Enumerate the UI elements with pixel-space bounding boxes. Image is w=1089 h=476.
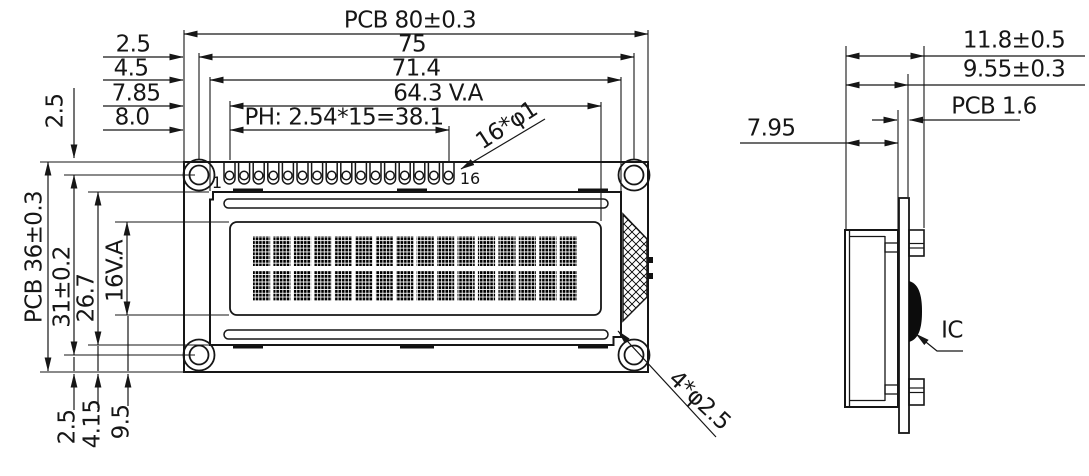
ic-leader bbox=[915, 333, 963, 352]
dim-bezel-depth-label: 7.95 bbox=[746, 115, 796, 142]
pin-hole-leader bbox=[460, 118, 546, 170]
front-view bbox=[182, 158, 653, 373]
dim-bezel-height-label: 26.7 bbox=[73, 273, 100, 323]
dim-viewing-width-label: 64.3 V.A bbox=[393, 80, 483, 107]
leader-lines bbox=[460, 118, 963, 438]
dim-hole-spacing-h-label: 75 bbox=[397, 31, 427, 58]
side-view bbox=[844, 197, 925, 434]
ic-label: IC bbox=[941, 317, 963, 344]
dim-bezel-width-label: 71.4 bbox=[391, 55, 441, 82]
dim-bottom-edge-to-hole-label: 2.5 bbox=[54, 409, 81, 445]
bottom-slot bbox=[223, 329, 609, 340]
dim-viewing-height-label: 16V.A bbox=[102, 239, 129, 303]
extension-lines bbox=[40, 30, 925, 373]
dim-pcb-height-label: PCB 36±0.3 bbox=[21, 190, 48, 324]
dim-bottom-edge-to-viewing-label: 9.5 bbox=[108, 404, 135, 440]
dim-module-thickness-label: 9.55±0.3 bbox=[962, 56, 1066, 83]
dim-edge-to-hole-h-label: 2.5 bbox=[115, 31, 151, 58]
dim-top-edge-to-hole-label: 2.5 bbox=[42, 93, 69, 129]
dim-pcb-width-label: PCB 80±0.3 bbox=[343, 7, 477, 34]
mount-hole-leader bbox=[617, 330, 717, 438]
top-slot bbox=[223, 198, 609, 209]
dimension-lines bbox=[44, 30, 1085, 410]
dim-edge-to-bezel-h-label: 4.5 bbox=[113, 55, 149, 82]
dim-total-thickness-label: 11.8±0.5 bbox=[962, 27, 1066, 54]
ic-blob bbox=[909, 281, 922, 342]
pin-header-row bbox=[223, 163, 455, 185]
pin-1-number: 1 bbox=[211, 173, 223, 192]
dim-edge-to-pin1-label: 7.85 bbox=[111, 80, 161, 107]
pin-16-number: 16 bbox=[459, 169, 481, 188]
dim-bottom-edge-to-bezel-label: 4.15 bbox=[79, 399, 106, 449]
side-pcb bbox=[898, 197, 910, 434]
side-bezel bbox=[844, 229, 899, 408]
dim-hole-spacing-v-label: 31±0.2 bbox=[49, 246, 76, 328]
bezel-outline bbox=[209, 191, 622, 346]
character-matrix bbox=[253, 236, 577, 301]
viewing-area bbox=[229, 221, 602, 316]
bezel-pads bbox=[233, 188, 653, 349]
dim-pcb-thickness-label: PCB 1.6 bbox=[951, 93, 1037, 120]
hatch-wedge bbox=[622, 212, 648, 323]
dim-pin-pitch-label: PH: 2.54*15=38.1 bbox=[244, 104, 444, 131]
pcb-outline bbox=[183, 161, 649, 373]
dim-edge-to-viewing-label: 8.0 bbox=[114, 104, 150, 131]
